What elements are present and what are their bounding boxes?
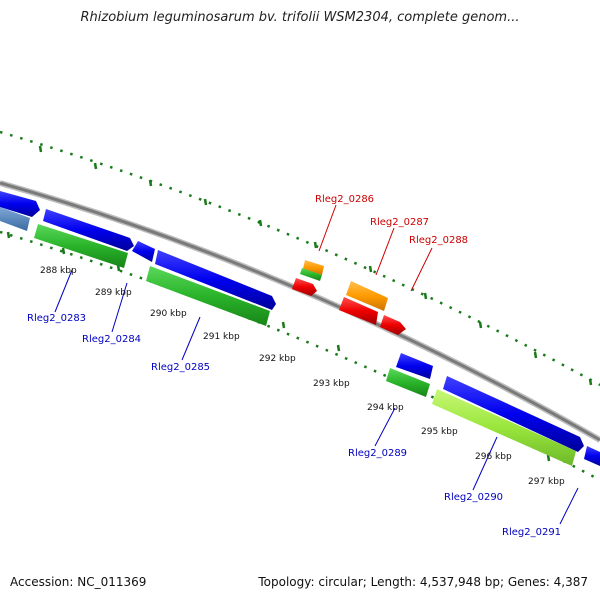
kbp-label-297: 297 kbp [528,477,565,487]
gene-green-0285[interactable] [146,266,270,326]
gene-blue-0291[interactable] [443,376,584,452]
topology-label: Topology: circular; Length: 4,537,948 bp… [258,575,588,589]
kbp-label-292: 292 kbp [259,354,296,364]
gene-label-rleg2-0284[interactable]: Rleg2_0284 [82,334,141,345]
kbp-label-296: 296 kbp [475,452,512,462]
gene-steel-left[interactable] [0,207,30,231]
gene-green-0289[interactable] [386,368,430,397]
kbp-label-290: 290 kbp [150,309,187,319]
gene-red-0287[interactable] [339,297,378,325]
genome-title: Rhizobium leguminosarum bv. trifolii WSM… [80,10,520,25]
gene-blue-0283-left[interactable] [43,209,134,251]
label-leaders-red [318,204,433,292]
gene-blue-1[interactable] [0,191,40,217]
kbp-label-289: 289 kbp [95,288,132,298]
gene-label-rleg2-0289[interactable]: Rleg2_0289 [348,448,407,459]
gene-label-rleg2-0288[interactable]: Rleg2_0288 [409,235,468,246]
gene-lime-0290[interactable] [432,389,576,466]
gene-blue-small-arrow[interactable] [132,241,155,262]
gene-green-0286-small[interactable] [300,268,322,281]
gene-label-rleg2-0285[interactable]: Rleg2_0285 [151,362,210,373]
outer-tick-track [0,130,600,387]
gene-label-rleg2-0290[interactable]: Rleg2_0290 [444,492,503,503]
kbp-label-288: 288 kbp [40,266,77,276]
gene-blue-0285[interactable] [155,250,276,310]
kbp-label-294: 294 kbp [367,403,404,413]
genome-backbone [0,180,600,443]
inner-major-ticks [6,231,551,462]
outer-major-ticks [38,145,593,386]
gene-orange-0287[interactable] [346,281,388,311]
gene-blue-right-edge[interactable] [584,446,600,466]
gene-green-0283[interactable] [34,224,128,268]
gene-labels: Rleg2_0283 Rleg2_0284 Rleg2_0285 Rleg2_0… [27,194,561,538]
gene-red-0288[interactable] [380,315,406,335]
gene-orange-0286[interactable] [303,260,324,275]
kbp-label-295: 295 kbp [421,427,458,437]
label-leaders-blue [54,269,579,525]
accession-label: Accession: NC_011369 [10,575,147,589]
kbp-label-293: 293 kbp [313,379,350,389]
kbp-label-291: 291 kbp [203,332,240,342]
gene-label-rleg2-0286[interactable]: Rleg2_0286 [315,194,374,205]
gene-blue-0289[interactable] [396,353,433,379]
inner-tick-track [0,230,600,482]
gene-red-0286[interactable] [292,278,317,296]
gene-label-rleg2-0283[interactable]: Rleg2_0283 [27,313,86,324]
kbp-tick-labels: 288 kbp 289 kbp 290 kbp 291 kbp 292 kbp … [40,266,565,487]
gene-label-rleg2-0287[interactable]: Rleg2_0287 [370,217,429,228]
gene-label-rleg2-0291[interactable]: Rleg2_0291 [502,527,561,538]
